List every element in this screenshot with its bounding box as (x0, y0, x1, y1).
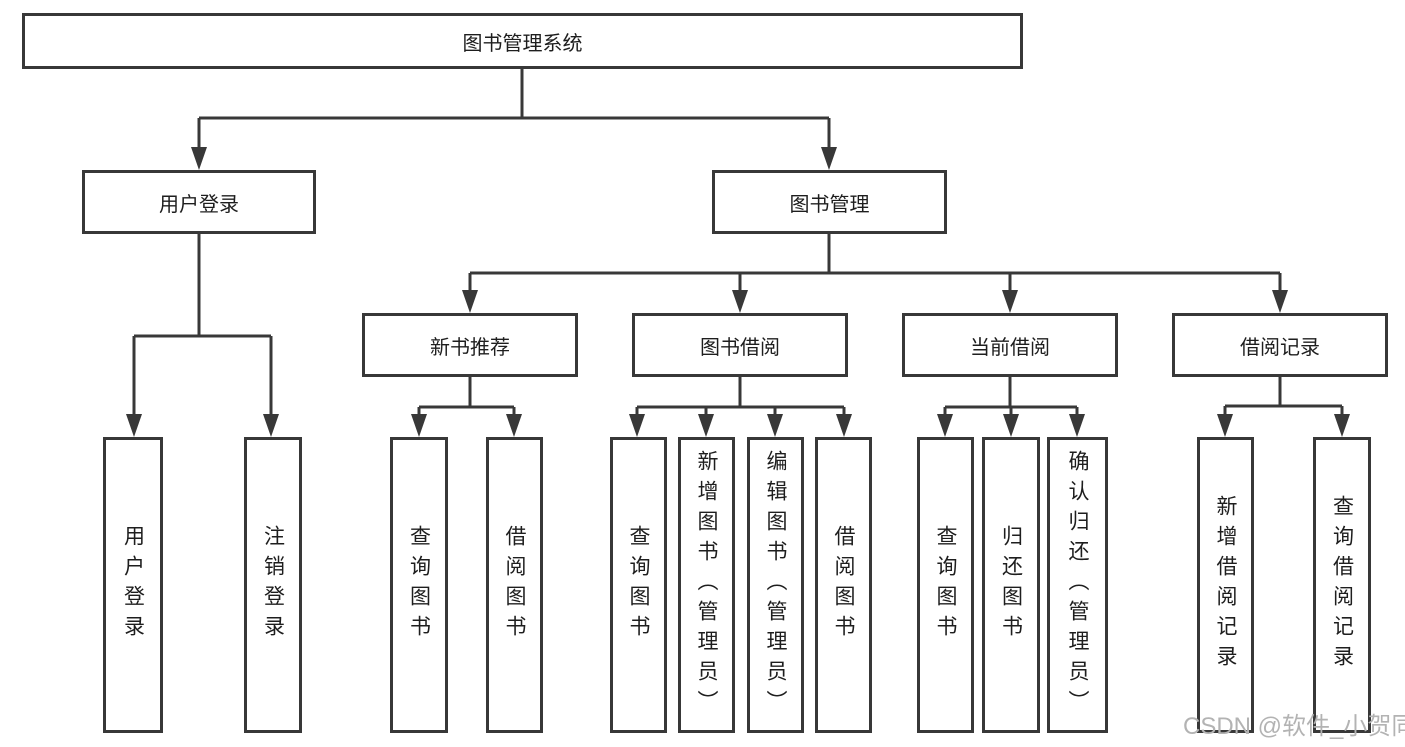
leaf-add-borrow-record: 新增借阅记录 (1197, 437, 1254, 733)
node-label: 新增图书（管理员） (695, 450, 718, 720)
leaf-add-books-admin: 新增图书（管理员） (678, 437, 735, 733)
arrowheads (126, 147, 1350, 437)
node-book-management-system: 图书管理系统 (22, 13, 1023, 69)
leaf-confirm-return-admin: 确认归还（管理员） (1047, 437, 1108, 733)
node-book-management: 图书管理 (712, 170, 947, 234)
leaf-query-borrow-record: 查询借阅记录 (1313, 437, 1371, 733)
node-label: 查询图书 (934, 525, 957, 645)
node-label: 查询借阅记录 (1330, 495, 1354, 675)
leaf-query-books-2: 查询图书 (610, 437, 667, 733)
leaf-borrow-books-2: 借阅图书 (815, 437, 872, 733)
node-label: 确认归还（管理员） (1066, 450, 1089, 720)
leaf-borrow-books-1: 借阅图书 (486, 437, 543, 733)
node-user-login: 用户登录 (82, 170, 316, 234)
node-label: 新书推荐 (430, 336, 510, 359)
node-label: 图书管理系统 (462, 32, 583, 55)
node-label: 图书借阅 (700, 336, 780, 359)
connector-lines (132, 69, 1344, 417)
leaf-query-books-1: 查询图书 (390, 437, 448, 733)
node-label: 借阅记录 (1240, 336, 1320, 359)
node-label: 查询图书 (407, 525, 431, 645)
leaf-logout: 注销登录 (244, 437, 302, 733)
node-label: 用户登录 (159, 193, 239, 216)
node-label: 借阅图书 (503, 525, 526, 645)
node-label: 借阅图书 (832, 525, 855, 645)
node-label: 新增借阅记录 (1214, 495, 1237, 675)
node-label: 当前借阅 (970, 336, 1050, 359)
leaf-query-books-3: 查询图书 (917, 437, 974, 733)
node-label: 归还图书 (999, 525, 1023, 645)
node-new-book-recommend: 新书推荐 (362, 313, 578, 377)
csdn-watermark: CSDN @软件_小贺同学 (1183, 713, 1405, 740)
node-borrow-records: 借阅记录 (1172, 313, 1388, 377)
node-label: 查询图书 (627, 525, 650, 645)
node-label: 用户登录 (121, 525, 145, 645)
node-label: 编辑图书（管理员） (764, 450, 787, 720)
node-label: 图书管理 (789, 193, 870, 216)
leaf-edit-books-admin: 编辑图书（管理员） (747, 437, 804, 733)
node-label: 注销登录 (261, 525, 285, 645)
leaf-return-books: 归还图书 (982, 437, 1040, 733)
node-book-borrowing: 图书借阅 (632, 313, 848, 377)
leaf-user-login: 用户登录 (103, 437, 163, 733)
node-current-borrowing: 当前借阅 (902, 313, 1118, 377)
